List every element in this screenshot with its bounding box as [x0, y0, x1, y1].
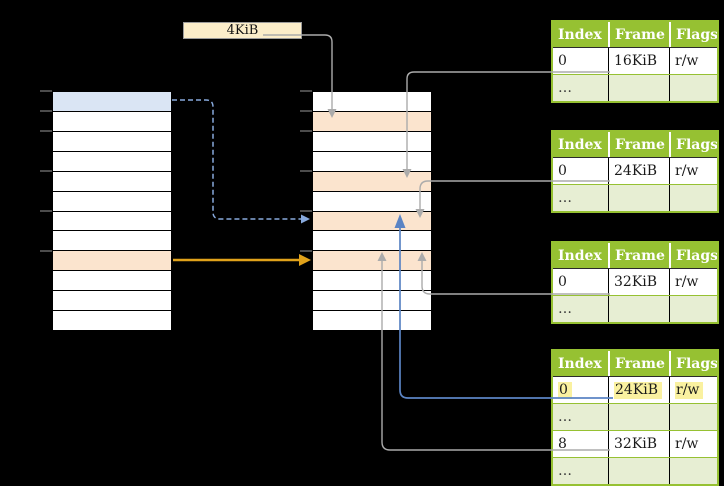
column-header: Index	[558, 26, 602, 43]
table-row: …	[553, 457, 717, 484]
physical-memory-column	[312, 91, 432, 331]
arrowhead-virtual-page-dashed	[301, 214, 310, 224]
table-row: …	[553, 295, 717, 322]
table-cell: r/w	[669, 48, 717, 74]
highlighted-value: 24KiB	[614, 381, 663, 399]
memory-row-white	[313, 270, 431, 291]
memory-row-white	[53, 190, 171, 211]
column-header: Index	[558, 136, 602, 153]
memory-row-white	[53, 150, 171, 171]
memory-row-white	[53, 230, 171, 251]
table-cell: 32KiB	[608, 269, 669, 295]
memory-row-white	[53, 210, 171, 231]
table-cell: 8	[558, 436, 567, 452]
column-header: Frame	[608, 351, 669, 376]
column-header: Flags	[669, 132, 717, 157]
memory-row-white	[313, 92, 431, 111]
table-cell: r/w	[669, 158, 717, 184]
memory-row-blue	[53, 92, 171, 111]
column-header: Frame	[608, 243, 669, 268]
table-cell: 0	[558, 163, 567, 179]
table-cell: …	[558, 301, 572, 317]
memory-row-white	[313, 230, 431, 251]
table-cell: …	[558, 409, 572, 425]
table-cell	[608, 185, 669, 211]
page-size-label: 4KiB	[183, 22, 302, 39]
highlighted-value: 0	[558, 381, 572, 399]
memory-row-white	[53, 130, 171, 151]
table-cell: 0	[558, 53, 567, 69]
table-cell: r/w	[669, 431, 717, 457]
table-cell	[608, 404, 669, 430]
table-cell: 16KiB	[608, 48, 669, 74]
left-column-ticks	[40, 90, 52, 252]
memory-row-white	[53, 310, 171, 331]
column-header: Frame	[608, 22, 669, 47]
table-cell	[669, 296, 717, 322]
highlighted-value: r/w	[675, 381, 704, 399]
column-header: Frame	[608, 132, 669, 157]
memory-row-white	[313, 310, 431, 331]
column-header: Flags	[669, 243, 717, 268]
memory-row-orange	[313, 250, 431, 271]
memory-row-white	[313, 150, 431, 171]
table-cell: r/w	[669, 269, 717, 295]
memory-row-white	[313, 290, 431, 311]
middle-column-ticks	[300, 90, 312, 252]
memory-row-white	[53, 290, 171, 311]
memory-row-white	[313, 190, 431, 211]
table-cell	[608, 296, 669, 322]
table-cell: 0	[553, 377, 608, 403]
table-row: …	[553, 184, 717, 211]
table-cell: 24KiB	[608, 158, 669, 184]
table-cell: …	[558, 463, 572, 479]
table-cell	[608, 458, 669, 484]
table-cell	[669, 404, 717, 430]
table-row: …	[553, 403, 717, 430]
table-cell: …	[558, 190, 572, 206]
memory-row-orange	[53, 250, 171, 271]
column-header: Index	[558, 247, 602, 264]
table-cell	[669, 185, 717, 211]
arrow-virtual-page-dashed	[172, 99, 302, 220]
memory-row-orange	[313, 170, 431, 191]
memory-row-white	[53, 170, 171, 191]
memory-row-white	[53, 110, 171, 131]
table-cell	[608, 75, 669, 101]
memory-row-white	[53, 270, 171, 291]
column-header: Index	[558, 355, 602, 372]
column-header: Flags	[669, 351, 717, 376]
table-row: 0 24KiB r/w	[553, 376, 717, 403]
table-cell: 24KiB	[608, 377, 669, 403]
table-row: …	[553, 74, 717, 101]
memory-row-white	[313, 130, 431, 151]
table-cell: …	[558, 80, 572, 96]
memory-row-orange	[313, 210, 431, 231]
table-cell	[669, 75, 717, 101]
memory-row-orange	[313, 110, 431, 131]
table-cell: 32KiB	[608, 431, 669, 457]
table-cell: r/w	[669, 377, 717, 403]
virtual-memory-column	[52, 91, 172, 331]
arrowhead-virtual-page-orange	[299, 254, 311, 266]
table-cell	[669, 458, 717, 484]
table-cell: 0	[558, 274, 567, 290]
column-header: Flags	[669, 22, 717, 47]
